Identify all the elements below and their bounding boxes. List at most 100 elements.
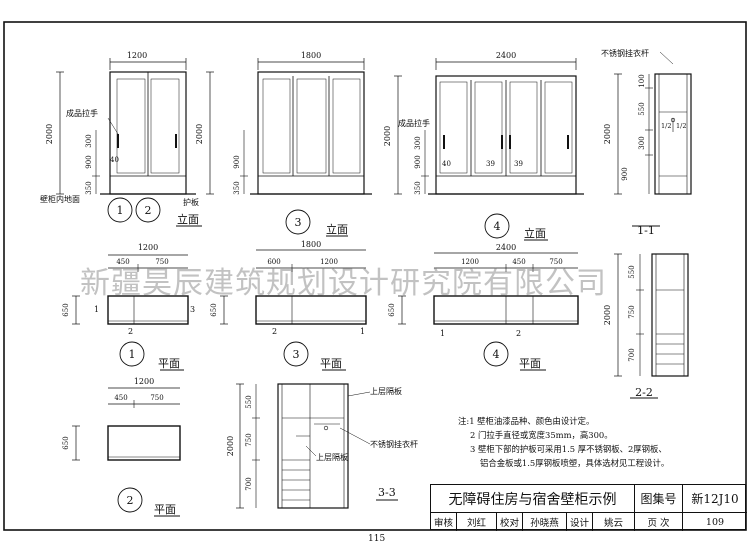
plan-caption-2: 平面 [154,503,176,516]
dim-e4-total: 2000 [383,126,392,146]
sec-p4-1: 1 [440,329,445,338]
dim-p4-1200: 1200 [461,258,479,266]
dim-e3-total: 2000 [195,124,204,144]
dim-p1-depth: 650 [62,303,70,316]
note-4: 铝合金板或1.5厚钢板喷塑，具体选材见工程设计。 [480,458,670,468]
dim-e3-350: 350 [233,181,241,194]
review-sign: 刘红 [457,513,497,531]
watermark: 新疆昊辰建筑规划设计研究院有限公司 [80,266,607,301]
dim-e12-gap: 40 [110,156,119,164]
check-sign: 孙晓燕 [523,513,567,531]
section-caption-3-3: 3-3 [378,486,396,499]
drawing-title: 无障碍住房与宿舍壁柜示例 [431,485,635,513]
dim-s22-total: 2000 [603,305,612,325]
dim-e12-350: 350 [85,181,93,194]
plan-caption-3: 平面 [320,357,342,370]
elevation-caption-12: 立面 [177,212,199,226]
dim-s11-100: 100 [638,74,646,87]
plan-num-3: 3 [293,348,300,361]
atlas-number-value: 新12J10 [683,485,747,513]
dim-e12-300: 300 [85,134,93,147]
page-number: 115 [368,534,386,544]
note-1: 注:1 壁柜油漆品种、颜色由设计定。 [458,416,595,426]
sheet-border [3,21,747,531]
dim-p3-width: 1800 [301,240,321,249]
design-sign: 姚云 [593,513,635,531]
label-handle-e4: 成品拉手 [398,118,430,128]
dim-s11-550: 550 [638,102,646,115]
title-block: 无障碍住房与宿舍壁柜示例 图集号 新12J10 审核 刘红 校对 孙晓燕 设计 … [430,484,747,531]
dim-e4-300: 300 [414,136,422,149]
signature-row: 审核 刘红 校对 孙晓燕 设计 姚云 页 次 109 [431,513,747,531]
dim-s11-300: 300 [638,136,646,149]
dim-p4-width: 2400 [496,243,516,252]
dim-p3-1200: 1200 [320,258,338,266]
dim-p4-depth: 650 [388,303,396,316]
plan-3 [220,249,367,371]
dim-p2-450: 450 [114,394,127,402]
dim-p1-750: 750 [155,258,168,266]
note-2: 2 门拉手直径或宽度35mm，高300。 [470,430,613,440]
dim-p1-width: 1200 [138,243,158,252]
dim-s33-750: 750 [245,433,253,446]
dim-p4-750: 750 [549,258,562,266]
page-label: 页 次 [635,513,683,531]
review-label: 审核 [431,513,457,531]
dim-s33-total: 2000 [226,436,235,456]
atlas-number-label: 图集号 [635,485,683,513]
dim-e4-900: 900 [414,155,422,168]
elevation-caption-3: 立面 [326,222,348,236]
elevation-num-1: 1 [117,204,124,217]
page-value: 109 [705,516,725,528]
dim-e3-width: 1800 [301,51,321,60]
dim-s33-550: 550 [245,395,253,408]
elevation-1-2 [56,58,202,227]
plan-caption-1: 平面 [158,357,180,370]
elevation-num-4: 4 [494,220,501,233]
sec-p3-2: 2 [272,327,277,336]
plan-4 [398,252,579,371]
dim-s22-550: 550 [628,265,636,278]
elevation-num-2: 2 [145,204,152,217]
plan-caption-4: 平面 [519,357,541,370]
dim-e12-total: 2000 [45,124,54,144]
dim-p3-depth: 650 [210,303,218,316]
label-rod-3-3: 不锈钢挂衣杆 [370,439,418,449]
plan-num-1: 1 [129,348,136,361]
dim-e4-width: 2400 [496,51,516,60]
sec-p1-1: 1 [94,305,99,314]
dim-e4-gap2: 39 [486,160,495,168]
sec-p4-2: 2 [516,329,521,338]
dim-e4-350: 350 [414,181,422,194]
sec-p1-2: 2 [128,327,133,336]
dim-p1-450: 450 [116,258,129,266]
section-1-1 [614,51,692,227]
label-upper-shelf: 上层隔板 [370,386,402,396]
section-caption-2-2: 2-2 [635,386,653,399]
label-upper-shelf-2: 上层隔板 [316,452,348,462]
plan-num-4: 4 [493,348,500,361]
dim-e4-gap3: 39 [514,160,523,168]
sec-p1-3: 3 [190,305,195,314]
dim-e3-900: 900 [233,155,241,168]
design-label: 设计 [567,513,593,531]
dim-e12-width: 1200 [127,51,147,60]
notes: 注:1 壁柜油漆品种、颜色由设计定。 2 门拉手直径或宽度35mm，高300。 … [458,414,738,470]
section-2-2 [614,253,689,399]
label-guard: 护板 [183,197,199,207]
dim-p2-750: 750 [150,394,163,402]
plan-1 [72,254,189,371]
dim-s11-total: 2000 [603,124,612,144]
label-handle-e12: 成品拉手 [66,108,98,118]
dim-p2-width: 1200 [134,377,154,386]
half-1: 1/2 [661,122,671,130]
dim-s22-750: 750 [628,305,636,318]
dim-e4-gap: 40 [442,160,451,168]
section-3-3 [236,383,398,509]
dim-s11-900: 900 [621,167,629,180]
dim-p3-600: 600 [267,258,280,266]
plan-num-2: 2 [127,494,134,507]
label-floor: 壁柜内地面 [40,194,80,204]
